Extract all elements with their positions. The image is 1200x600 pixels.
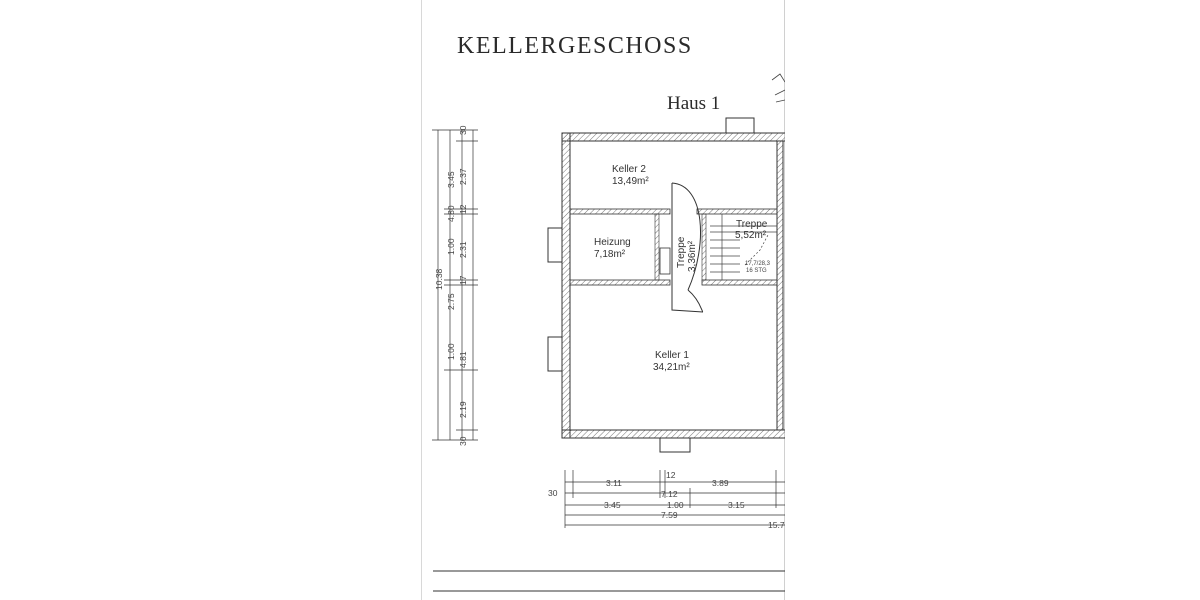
dimension-chain-left bbox=[432, 129, 478, 441]
chimney bbox=[659, 247, 671, 275]
svg-text:2.37: 2.37 bbox=[458, 168, 468, 185]
room-name: Keller 1 bbox=[655, 350, 689, 361]
svg-text:7.12: 7.12 bbox=[661, 489, 678, 499]
stair-note: 17,7/28,3 bbox=[745, 261, 771, 267]
plan-title: KELLERGESCHOSS bbox=[457, 33, 693, 59]
room-area: 34,21m² bbox=[653, 362, 690, 373]
dimension-labels-bottom: 3.11 12 3.89 7.12 30 3.45 1.00 3.15 7.59… bbox=[548, 470, 785, 530]
window-left-keller1 bbox=[547, 336, 563, 372]
svg-text:3.15: 3.15 bbox=[728, 500, 745, 510]
outer-walls bbox=[561, 132, 785, 439]
svg-text:30: 30 bbox=[548, 488, 558, 498]
sheet-edge-right bbox=[784, 0, 785, 600]
svg-text:1.00: 1.00 bbox=[446, 238, 456, 255]
room-labels: Keller 2 13,49m² Heizung 7,18m² Treppe 3… bbox=[594, 164, 771, 373]
window-top bbox=[725, 117, 755, 134]
room-area: 7,18m² bbox=[594, 249, 626, 260]
window-left-heizung bbox=[547, 227, 563, 263]
svg-text:4.80: 4.80 bbox=[446, 205, 456, 222]
svg-text:2.19: 2.19 bbox=[458, 401, 468, 418]
svg-text:1.00: 1.00 bbox=[446, 343, 456, 360]
room-area: 13,49m² bbox=[612, 176, 649, 187]
north-arrow-fragment bbox=[771, 73, 785, 103]
svg-text:12: 12 bbox=[458, 204, 468, 214]
svg-text:2.31: 2.31 bbox=[458, 241, 468, 258]
svg-text:10.38: 10.38 bbox=[434, 268, 444, 290]
svg-text:15.7: 15.7 bbox=[768, 520, 785, 530]
svg-text:12: 12 bbox=[666, 470, 676, 480]
window-bottom bbox=[659, 437, 691, 453]
svg-text:1.00: 1.00 bbox=[667, 500, 684, 510]
svg-text:4.81: 4.81 bbox=[458, 351, 468, 368]
room-name: Treppe bbox=[676, 236, 687, 268]
svg-text:3.45: 3.45 bbox=[446, 171, 456, 188]
svg-text:3.11: 3.11 bbox=[606, 478, 622, 488]
title-block-lines bbox=[433, 570, 785, 592]
svg-text:30: 30 bbox=[458, 436, 468, 446]
svg-text:3.45: 3.45 bbox=[604, 500, 621, 510]
paper-sheet bbox=[420, 0, 785, 600]
room-name: Heizung bbox=[594, 237, 631, 248]
svg-text:17: 17 bbox=[458, 275, 468, 285]
staircase bbox=[710, 214, 777, 280]
dimension-chain-bottom bbox=[564, 470, 785, 528]
room-area: 3,36m² bbox=[687, 240, 698, 272]
sheet-edge-left bbox=[421, 0, 422, 600]
room-name: Treppe bbox=[736, 219, 768, 230]
dimension-labels-left: 30 2.37 12 2.31 17 4.81 2.19 30 3.45 4.8… bbox=[434, 125, 468, 446]
svg-text:3.89: 3.89 bbox=[712, 478, 729, 488]
building-label: Haus 1 bbox=[667, 93, 721, 114]
windows bbox=[547, 117, 755, 453]
interior-walls bbox=[569, 208, 778, 286]
stair-note: 16 STG bbox=[746, 268, 767, 274]
room-area: 5,52m² bbox=[735, 230, 767, 241]
room-name: Keller 2 bbox=[612, 164, 646, 175]
stair-arc bbox=[671, 182, 704, 313]
svg-text:7.59: 7.59 bbox=[661, 510, 678, 520]
svg-text:30: 30 bbox=[458, 125, 468, 135]
svg-text:2.75: 2.75 bbox=[446, 293, 456, 310]
